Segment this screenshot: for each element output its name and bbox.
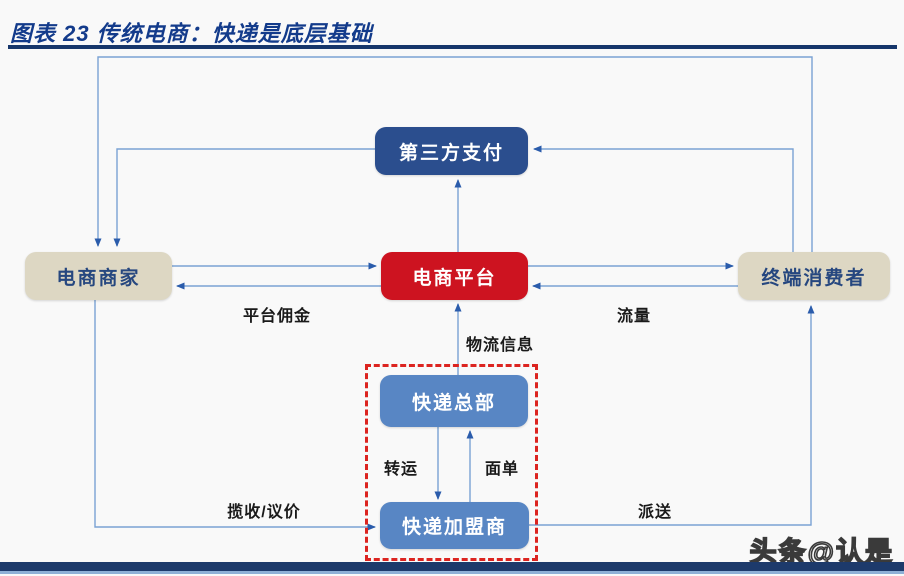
title-underline <box>8 45 897 49</box>
edge-consumer-to-merchant-outer <box>94 56 813 252</box>
bottom-bar <box>0 562 904 571</box>
label-logistics-info: 物流信息 <box>465 337 534 354</box>
node-third-party-payment[interactable]: 第三方支付 <box>375 127 528 175</box>
node-third-party-payment-label: 第三方支付 <box>398 142 504 164</box>
figure-title: 图表 23 传统电商：快递是底层基础 <box>10 21 373 46</box>
label-waybill: 面单 <box>484 461 519 478</box>
node-consumer-label: 终端消费者 <box>761 267 867 289</box>
edge-consumer-to-payment <box>533 145 794 252</box>
node-express-hq-label: 快递总部 <box>411 392 496 414</box>
node-express-hq[interactable]: 快递总部 <box>380 375 528 427</box>
label-traffic: 流量 <box>616 308 651 325</box>
node-platform[interactable]: 电商平台 <box>381 252 528 300</box>
label-delivery: 派送 <box>637 504 672 521</box>
edge-franchisee-to-consumer <box>529 305 815 526</box>
node-platform-label: 电商平台 <box>412 267 497 289</box>
edge-payment-to-merchant <box>113 148 375 247</box>
edge-merchant-to-franchisee <box>94 300 376 531</box>
courier-network-dashed-zone <box>365 364 538 561</box>
node-merchant-label: 电商商家 <box>56 267 141 289</box>
node-express-franchisee-label: 快递加盟商 <box>401 517 507 538</box>
label-transfer: 转运 <box>383 461 418 478</box>
node-consumer[interactable]: 终端消费者 <box>738 252 890 300</box>
node-express-franchisee[interactable]: 快递加盟商 <box>380 502 529 549</box>
bottom-bar-accent <box>0 571 904 574</box>
node-merchant[interactable]: 电商商家 <box>25 252 172 300</box>
label-platform-commission: 平台佣金 <box>242 308 311 325</box>
label-pickup-bargain: 揽收/议价 <box>227 504 301 521</box>
